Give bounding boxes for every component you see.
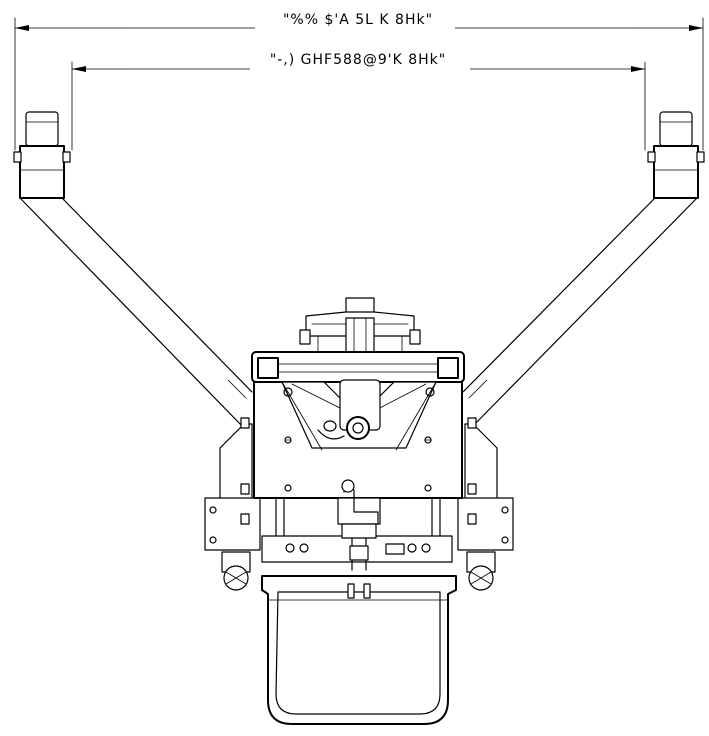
right-side-bracket (457, 417, 514, 591)
left-end-clamp (13, 111, 71, 199)
right-end-clamp (647, 111, 705, 199)
foot-rest-frame (261, 575, 457, 725)
overall-width-dimension: "%% $'A 5L K 8Hk" (14, 10, 704, 151)
left-arm (19, 197, 253, 429)
overall-width-label: "%% $'A 5L K 8Hk" (283, 12, 433, 28)
central-pivot (317, 379, 381, 440)
inner-width-dimension: "-,) GHF588@9'K 8Hk" (71, 50, 646, 151)
top-crossbar (251, 351, 465, 383)
left-side-bracket (204, 417, 261, 591)
lower-mechanism (261, 479, 453, 571)
right-arm (462, 197, 698, 429)
inner-width-label: "-,) GHF588@9'K 8Hk" (270, 52, 446, 68)
